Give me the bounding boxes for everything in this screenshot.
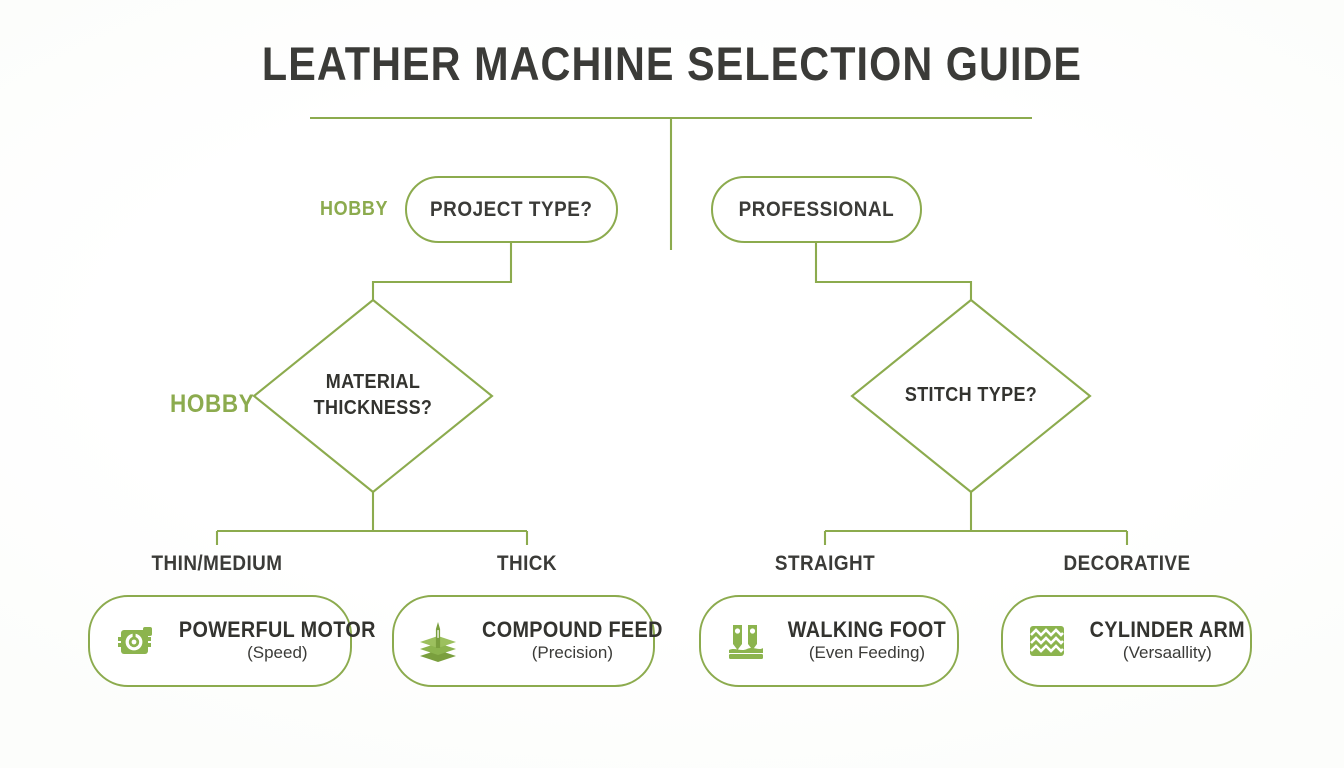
- result-cylinder-arm-subtitle: (Versaallity): [1122, 643, 1212, 663]
- result-powerful-motor-text: POWERFUL MOTOR (Speed): [168, 616, 401, 665]
- result-compound-feed-text: COMPOUND FEED (Precision): [472, 616, 687, 665]
- zigzag-icon: [1030, 626, 1064, 656]
- node-stitch-type-label: STITCH TYPE?: [864, 300, 1078, 492]
- node-material-thickness-line2: THICKNESS?: [313, 397, 433, 419]
- result-cylinder-arm-text: CYLINDER ARM (Versaallity): [1081, 616, 1268, 665]
- result-powerful-motor-subtitle: (Speed): [247, 643, 308, 663]
- page-title: LEATHER MACHINE SELECTION GUIDE: [261, 37, 1083, 90]
- edge-label-straight: STRAIGHT: [774, 552, 876, 575]
- edge-label-hobby-top: HOBBY: [320, 198, 389, 220]
- motor-icon: [118, 627, 152, 654]
- result-powerful-motor-title: POWERFUL MOTOR: [178, 616, 376, 642]
- wire-project-to-thickness: [371, 243, 513, 300]
- result-walking-foot-title: WALKING FOOT: [787, 616, 947, 642]
- wire-pro-to-stitch: [814, 243, 973, 300]
- result-compound-feed[interactable]: COMPOUND FEED (Precision): [392, 595, 662, 687]
- layers-needle-icon: [420, 622, 456, 662]
- result-walking-foot-text: WALKING FOOT (Even Feeding): [779, 616, 969, 665]
- result-compound-feed-subtitle: (Precision): [531, 643, 613, 663]
- node-stitch-type[interactable]: STITCH TYPE?: [852, 300, 1090, 492]
- node-material-thickness[interactable]: MATERIAL THICKNESS?: [254, 300, 492, 492]
- node-project-type[interactable]: PROJECT TYPE?: [405, 176, 618, 243]
- edge-label-hobby-mid: HOBBY: [170, 390, 255, 418]
- result-walking-foot-subtitle: (Even Feeding): [808, 643, 926, 663]
- walking-foot-icon: [729, 625, 763, 659]
- result-powerful-motor[interactable]: POWERFUL MOTOR (Speed): [88, 595, 375, 687]
- result-cylinder-arm-title: CYLINDER ARM: [1089, 616, 1246, 642]
- node-project-type-label: PROJECT TYPE?: [430, 197, 593, 221]
- edge-label-decorative: DECORATIVE: [1063, 552, 1191, 575]
- node-material-thickness-line1: MATERIAL: [325, 371, 421, 394]
- result-compound-feed-title: COMPOUND FEED: [482, 616, 663, 642]
- result-walking-foot[interactable]: WALKING FOOT (Even Feeding): [699, 595, 959, 687]
- node-professional-label: PROFESSIONAL: [738, 197, 895, 221]
- edge-label-thin-medium: THIN/MEDIUM: [151, 552, 283, 575]
- result-cylinder-arm[interactable]: CYLINDER ARM (Versaallity): [1001, 595, 1252, 687]
- edge-label-thick: THICK: [496, 552, 557, 575]
- node-stitch-type-line1: STITCH TYPE?: [904, 384, 1038, 407]
- node-material-thickness-label: MATERIAL THICKNESS?: [266, 300, 480, 492]
- node-professional[interactable]: PROFESSIONAL: [711, 176, 922, 243]
